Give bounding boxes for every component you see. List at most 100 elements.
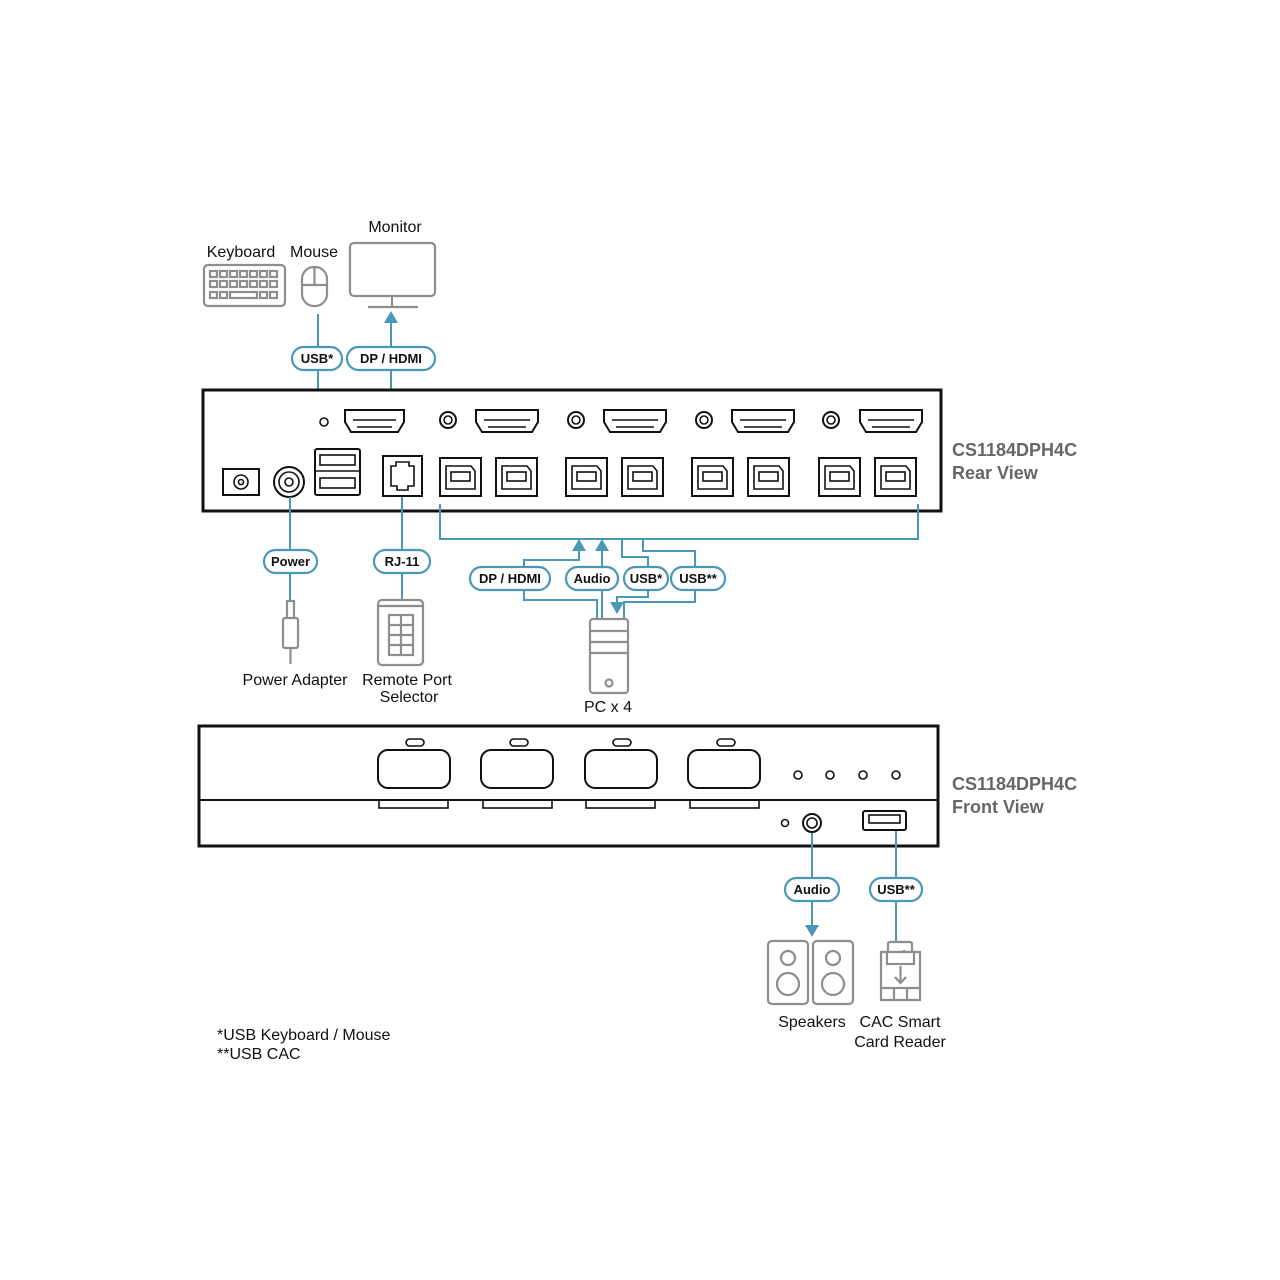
rj11-port-icon xyxy=(382,455,423,497)
port-button-4 xyxy=(687,738,761,809)
status-leds xyxy=(793,770,901,780)
port-button-icon xyxy=(480,749,554,789)
mouse-label: Mouse xyxy=(290,244,338,261)
svg-text:DP / HDMI: DP / HDMI xyxy=(360,351,422,366)
audio-jack-icon xyxy=(695,411,713,429)
usb-b-port-icon xyxy=(818,457,861,497)
hdmi-port-icon xyxy=(475,409,539,433)
footnotes: *USB Keyboard / Mouse **USB CAC xyxy=(217,1027,391,1063)
speakers-label: Speakers xyxy=(778,1014,846,1031)
rear-view-chassis xyxy=(201,388,943,513)
pill-pc-usb-cac: USB** xyxy=(669,565,727,592)
front-audio-connection: Audio Speakers xyxy=(766,833,855,1031)
port-group-4 xyxy=(818,409,923,497)
power-connection: Power Power Adapter xyxy=(243,497,349,689)
pill-front-audio: Audio xyxy=(783,876,841,903)
front-view-title: CS1184DPH4C Front View xyxy=(952,774,1077,817)
pc-tower-icon xyxy=(588,617,630,695)
mouse-device: Mouse xyxy=(290,244,338,308)
remote-port-selector-label-1: Remote Port xyxy=(362,672,452,689)
svg-text:DP / HDMI: DP / HDMI xyxy=(479,571,541,586)
led-indicator-icon xyxy=(405,738,425,747)
speakers-icon xyxy=(766,939,855,1006)
rear-view-title: CS1184DPH4C Rear View xyxy=(952,440,1077,483)
front-usb-cac-connection: USB** CAC Smart Card Reader xyxy=(854,831,946,1051)
led-indicator-icon xyxy=(858,770,868,780)
hdmi-port-icon xyxy=(603,409,667,433)
rear-view-label: Rear View xyxy=(952,463,1039,483)
audio-jack-icon xyxy=(822,411,840,429)
led-indicator-icon xyxy=(891,770,901,780)
usb-b-port-icon xyxy=(874,457,917,497)
port-button-icon xyxy=(687,749,761,789)
footnote-usb-cac: **USB CAC xyxy=(217,1046,301,1063)
led-indicator-icon xyxy=(793,770,803,780)
usb-b-port-icon xyxy=(565,457,608,497)
cac-reader-label-2: Card Reader xyxy=(854,1034,946,1051)
front-audio-jack-icon xyxy=(802,813,822,833)
usb-b-port-icon xyxy=(691,457,734,497)
pill-usb-kbd-mouse: USB* xyxy=(290,345,344,372)
cac-card-reader-icon xyxy=(879,940,922,1002)
pc-connections: DP / HDMI Audio USB* USB** PC x 4 xyxy=(439,504,919,716)
power-adapter-label: Power Adapter xyxy=(243,672,349,689)
audio-jack-icon xyxy=(567,411,585,429)
footnote-usb-keyboard-mouse: *USB Keyboard / Mouse xyxy=(217,1027,391,1044)
rj11-connection: RJ-11 Remote Port Selector xyxy=(362,497,452,706)
pill-dp-hdmi-monitor: DP / HDMI xyxy=(345,345,437,372)
port-button-icon xyxy=(584,749,658,789)
keyboard-label: Keyboard xyxy=(207,244,276,261)
front-view-label: Front View xyxy=(952,797,1045,817)
led-indicator-icon xyxy=(509,738,529,747)
port-button-1 xyxy=(377,738,451,809)
svg-text:Power: Power xyxy=(271,554,310,569)
pill-pc-usb: USB* xyxy=(622,565,670,592)
power-adapter-icon xyxy=(281,599,300,664)
top-connections: USB* DP / HDMI xyxy=(290,311,437,445)
remote-port-selector-label-2: Selector xyxy=(380,689,439,706)
svg-text:USB*: USB* xyxy=(301,351,334,366)
usb-b-port-icon xyxy=(439,457,482,497)
audio-jack-icon xyxy=(439,411,457,429)
port-button-2 xyxy=(480,738,554,809)
usb-b-port-icon xyxy=(495,457,538,497)
front-usb-a-port-icon xyxy=(862,810,907,831)
monitor-icon xyxy=(348,241,437,309)
led-indicator-icon xyxy=(612,738,632,747)
led-indicator-icon xyxy=(716,738,736,747)
rear-model-name: CS1184DPH4C xyxy=(952,440,1077,460)
power-connector-icon xyxy=(273,466,305,498)
pill-pc-dp-hdmi: DP / HDMI xyxy=(468,565,552,592)
svg-text:USB*: USB* xyxy=(630,571,663,586)
port-group-1 xyxy=(439,409,539,497)
led-indicator-icon xyxy=(780,818,790,828)
usb-b-port-icon xyxy=(747,457,790,497)
monitor-device: Monitor xyxy=(348,219,437,309)
hdmi-port-icon xyxy=(731,409,795,433)
arrow-up-icon xyxy=(384,311,398,323)
port-group-3 xyxy=(691,409,795,497)
pc-label: PC x 4 xyxy=(584,699,632,716)
led-indicator-icon xyxy=(319,417,329,427)
arrow-down-icon xyxy=(805,925,819,937)
keyboard-device: Keyboard xyxy=(202,244,287,308)
front-view-chassis xyxy=(197,724,940,848)
usb-a-port-icon xyxy=(314,448,361,496)
port-button-icon xyxy=(377,749,451,789)
svg-text:USB**: USB** xyxy=(877,882,916,897)
svg-text:Audio: Audio xyxy=(794,882,831,897)
pill-pc-audio: Audio xyxy=(564,565,620,592)
led-indicator-icon xyxy=(825,770,835,780)
hdmi-port-icon xyxy=(344,409,405,433)
svg-text:USB**: USB** xyxy=(679,571,718,586)
cac-reader-label-1: CAC Smart xyxy=(860,1014,941,1031)
monitor-label: Monitor xyxy=(368,219,422,236)
dc-power-jack-icon xyxy=(222,468,260,496)
front-model-name: CS1184DPH4C xyxy=(952,774,1077,794)
hdmi-port-icon xyxy=(859,409,923,433)
svg-text:Audio: Audio xyxy=(574,571,611,586)
keyboard-icon xyxy=(202,263,287,308)
mouse-icon xyxy=(300,265,329,308)
pill-power: Power xyxy=(262,548,319,575)
